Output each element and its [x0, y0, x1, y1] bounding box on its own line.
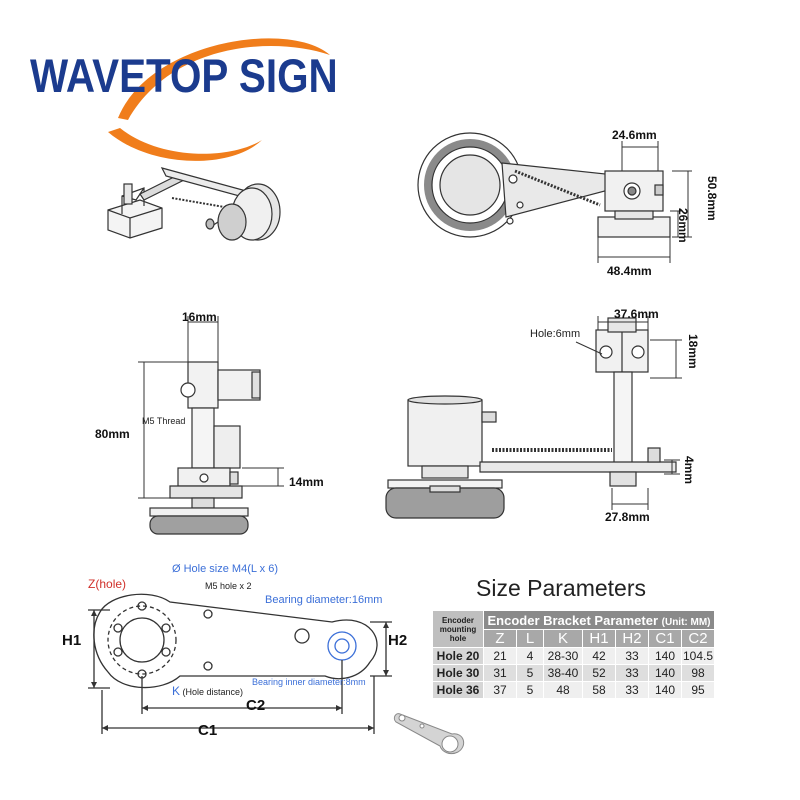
- label-h2: H2: [388, 632, 408, 649]
- row-label: Hole 20: [432, 647, 484, 665]
- cell: 5: [516, 664, 544, 682]
- col-header: Z: [483, 629, 517, 648]
- label-m5-thread: M5 Thread: [142, 416, 186, 426]
- label-hole-size: Ø Hole size M4(L x 6): [172, 563, 278, 575]
- cell: 4: [516, 647, 544, 665]
- brand-name: WAVETOP SIGN: [30, 49, 338, 102]
- label-bearing-inner: Bearing inner diameter:8mm: [252, 677, 366, 687]
- cell: 28-30: [543, 647, 583, 665]
- cell: 31: [483, 664, 517, 682]
- dim-37-6: 37.6mm: [614, 307, 659, 321]
- table-row: Hole 36 37 5 48 58 33 140 95: [432, 681, 715, 699]
- cell: 52: [582, 664, 616, 682]
- col-header: L: [516, 629, 544, 648]
- row-label: Hole 36: [432, 681, 484, 699]
- dim-18: 18mm: [686, 334, 700, 369]
- table-title: Encoder Bracket Parameter (Unit: MM): [483, 610, 715, 630]
- row-label: Hole 30: [432, 664, 484, 682]
- cell: 38-40: [543, 664, 583, 682]
- front-view-mid-left: [138, 316, 284, 535]
- table-row: Hole 20 21 4 28-30 42 33 140 104.5: [432, 647, 715, 665]
- cell: 37: [483, 681, 517, 699]
- dim-4: 4mm: [682, 456, 696, 485]
- cell: 33: [615, 664, 649, 682]
- dim-27-8: 27.8mm: [605, 510, 650, 524]
- label-bearing-diameter: Bearing diameter:16mm: [265, 594, 383, 606]
- cell: 95: [681, 681, 715, 699]
- cell: 5: [516, 681, 544, 699]
- cell: 140: [648, 647, 682, 665]
- dim-26: 26mm: [676, 208, 690, 243]
- col-header: C1: [648, 629, 682, 648]
- cell: 140: [648, 664, 682, 682]
- size-parameters-title: Size Parameters: [476, 575, 647, 601]
- cell: 33: [615, 681, 649, 699]
- dim-24-6: 24.6mm: [612, 128, 657, 142]
- label-c1: C1: [198, 722, 218, 739]
- side-view-top-right: [417, 132, 692, 263]
- col-header: K: [543, 629, 583, 648]
- cell: 48: [543, 681, 583, 699]
- dim-48-4: 48.4mm: [607, 264, 652, 278]
- front-view-mid-right: [385, 316, 682, 519]
- cell: 104.5: [681, 647, 715, 665]
- cell: 98: [681, 664, 715, 682]
- dim-16: 16mm: [182, 310, 217, 324]
- label-c2: C2: [246, 697, 266, 714]
- dim-14: 14mm: [289, 475, 324, 489]
- cell: 140: [648, 681, 682, 699]
- col-header: H2: [615, 629, 649, 648]
- label-k-hole-distance: K (Hole distance): [172, 684, 244, 698]
- table-row: Hole 30 31 5 38-40 52 33 140 98: [432, 664, 715, 682]
- label-z-hole: Z(hole): [88, 577, 127, 591]
- parameter-table: Encoder mounting hole Encoder Bracket Pa…: [432, 610, 715, 699]
- label-h1: H1: [62, 632, 82, 649]
- bracket-photo: [393, 713, 465, 755]
- cell: 33: [615, 647, 649, 665]
- bracket-drawing: [88, 593, 392, 734]
- cell: 58: [582, 681, 616, 699]
- col-header: H1: [582, 629, 616, 648]
- cell: 42: [582, 647, 616, 665]
- label-hole-6mm: Hole:6mm: [530, 328, 581, 340]
- isometric-view: [107, 167, 281, 241]
- cell: 21: [483, 647, 517, 665]
- label-m5-hole: M5 hole x 2: [205, 581, 252, 591]
- corner-label: Encoder mounting hole: [432, 610, 484, 648]
- col-header: C2: [681, 629, 715, 648]
- dim-50-8: 50.8mm: [705, 176, 719, 221]
- dim-80: 80mm: [95, 427, 130, 441]
